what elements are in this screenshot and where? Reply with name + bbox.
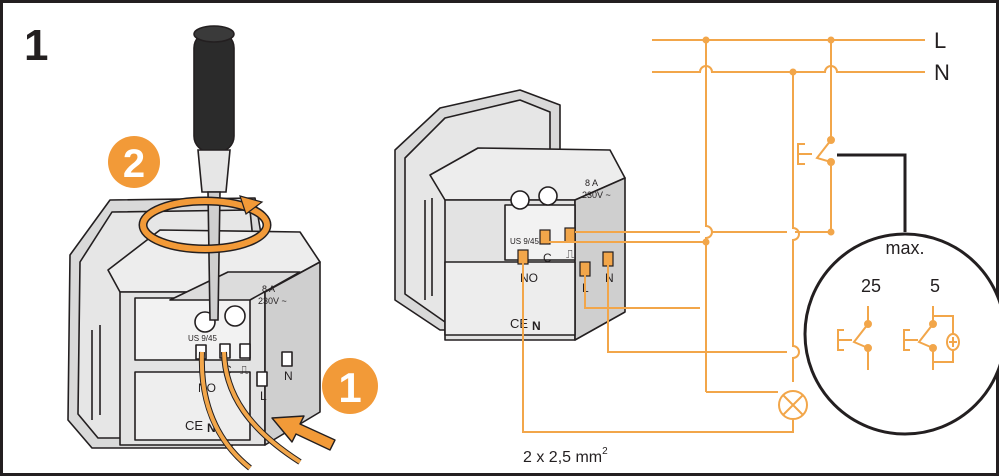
- wiring: [522, 39, 925, 433]
- socket-left-standard: US 9/45: [188, 334, 217, 343]
- junction-dots: [702, 36, 835, 246]
- socket-left-mark-ce: CE: [185, 418, 203, 433]
- socket-right-mark-n: N: [532, 319, 541, 333]
- socket-right-standard: US 9/45: [510, 237, 539, 246]
- socket-left: [67, 197, 321, 449]
- push-button-switch-icon: [797, 132, 835, 170]
- socket-left-voltage: 230V ~: [258, 296, 287, 306]
- socket-left-rating: 8 A: [262, 284, 275, 294]
- callout-2-number: 2: [123, 142, 145, 186]
- step-number: 1: [24, 21, 48, 70]
- cable-spec-exponent: 2: [602, 446, 608, 457]
- socket-left-label-pulse: ⎍: [240, 363, 249, 377]
- socket-left-mark-n: N: [207, 421, 216, 435]
- callout-1: 1: [322, 358, 378, 414]
- lamp-icon: [778, 390, 808, 420]
- inset-illuminated-push-button-icon: [903, 306, 960, 370]
- inset-leader-line: [837, 153, 907, 232]
- inset-title: max.: [885, 238, 924, 258]
- rotate-arrow-icon: [138, 195, 272, 254]
- socket-left-label-n: N: [284, 369, 293, 383]
- callout-2: 2: [108, 136, 160, 188]
- inserted-wires: [198, 351, 302, 471]
- socket-right-label-c: C: [543, 251, 552, 265]
- inset-left-value: 25: [861, 276, 881, 296]
- socket-right-voltage: 230V ~: [582, 190, 611, 200]
- inset-right-value: 5: [930, 276, 940, 296]
- inset-push-button-icon: [837, 306, 872, 370]
- socket-left-label-l: L: [260, 389, 267, 403]
- cable-spec-base: 2 x 2,5 mm: [523, 449, 602, 466]
- socket-right-label-n: N: [605, 271, 614, 285]
- max-load-inset: max. 25 5: [803, 232, 999, 436]
- cable-spec: 2 x 2,5 mm2: [523, 446, 608, 466]
- phase-label: L: [934, 28, 946, 53]
- socket-right-rating: 8 A: [585, 178, 598, 188]
- socket-right-label-no: NO: [520, 271, 538, 285]
- neutral-label: N: [934, 60, 950, 85]
- screwdriver: [193, 25, 235, 321]
- socket-right-mark-ce: CE: [510, 316, 528, 331]
- callout-1-number: 1: [338, 364, 361, 411]
- socket-right-label-pulse: ⎍: [566, 247, 575, 261]
- insert-arrow-icon: [271, 415, 336, 451]
